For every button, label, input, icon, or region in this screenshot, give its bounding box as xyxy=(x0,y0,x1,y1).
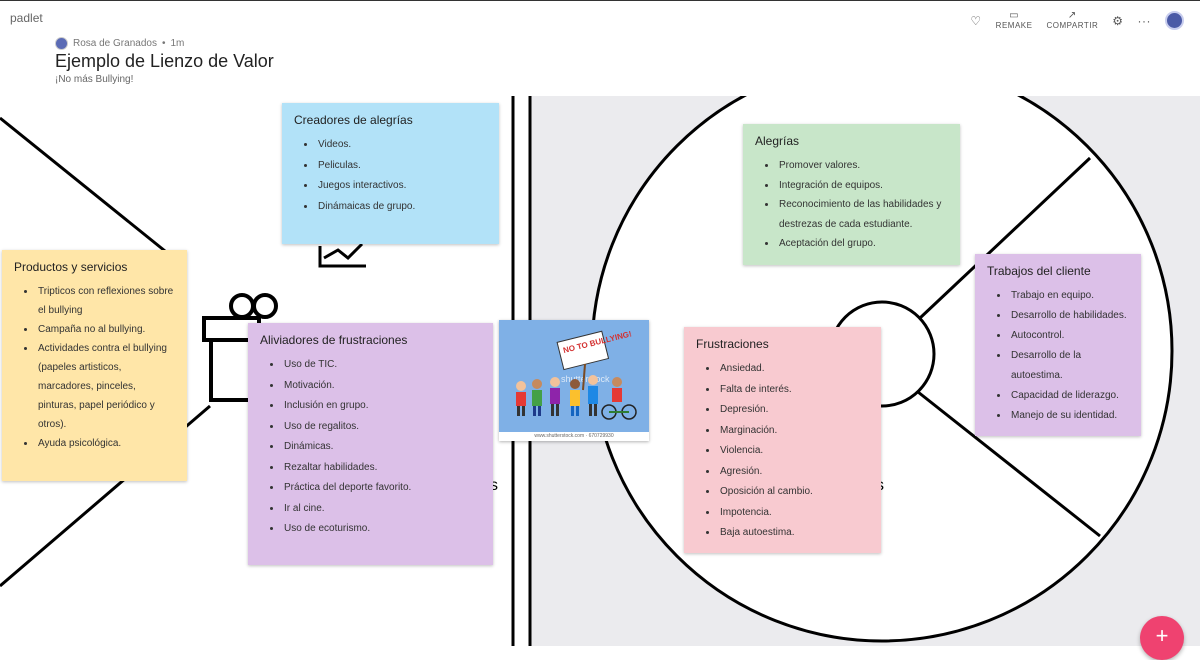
author-avatar xyxy=(55,37,68,50)
list-item: Dinámaicas de grupo. xyxy=(316,197,487,218)
list-item: Depresión. xyxy=(718,400,869,421)
remake-icon: ▭ xyxy=(1009,10,1020,21)
note-aliviadores[interactable]: Aliviadores de frustraciones Uso de TIC.… xyxy=(248,323,493,565)
list-item: Uso de ecoturismo. xyxy=(282,519,481,540)
list-item: Aceptación del grupo. xyxy=(777,234,948,254)
list-item: Trabajo en equipo. xyxy=(1009,286,1129,306)
circle-segment-top xyxy=(918,156,1092,320)
list-item: Uso de regalitos. xyxy=(282,417,481,438)
list-item: Peliculas. xyxy=(316,156,487,177)
top-bar: padlet Rosa de Granados • 1m Ejemplo de … xyxy=(0,0,1200,97)
list-item: Baja autoestima. xyxy=(718,523,869,544)
list-item: Tripticos con reflexiones sobre el bully… xyxy=(36,282,175,320)
image-card-no-bullying[interactable]: shutterstock NO TO BULLYING! www.shutter… xyxy=(499,320,649,441)
list-item: Manejo de su identidad. xyxy=(1009,406,1129,426)
author-line: Rosa de Granados • 1m xyxy=(55,37,184,50)
share-button[interactable]: ↗ COMPARTIR xyxy=(1046,10,1099,31)
list-item: Desarrollo de habilidades. xyxy=(1009,306,1129,326)
padlet-logo[interactable]: padlet xyxy=(10,11,43,25)
page-subtitle: ¡No más Bullying! xyxy=(55,74,134,85)
note-title: Alegrías xyxy=(755,134,800,148)
note-productos[interactable]: Productos y servicios Tripticos con refl… xyxy=(2,250,187,481)
note-title: Productos y servicios xyxy=(14,260,128,274)
list-item: Integración de equipos. xyxy=(777,176,948,196)
more-icon[interactable]: ··· xyxy=(1137,13,1151,28)
author-name: Rosa de Granados xyxy=(73,38,157,49)
list-item: Uso de TIC. xyxy=(282,355,481,376)
note-title: Frustraciones xyxy=(696,337,769,351)
share-icon: ↗ xyxy=(1067,10,1077,21)
add-post-button[interactable]: + xyxy=(1140,616,1184,660)
user-avatar[interactable] xyxy=(1165,11,1184,30)
list-item: Dinámicas. xyxy=(282,437,481,458)
list-item: Actividades contra el bullying (papeles … xyxy=(36,339,175,434)
no-bullying-illustration: shutterstock NO TO BULLYING! xyxy=(499,320,649,432)
toolbar: ♡ ▭ REMAKE ↗ COMPARTIR ⚙ ··· xyxy=(970,11,1184,30)
list-item: Ir al cine. xyxy=(282,499,481,520)
list-item: Motivación. xyxy=(282,376,481,397)
list-item: Agresión. xyxy=(718,462,869,483)
remake-label: REMAKE xyxy=(995,21,1033,30)
note-creadores[interactable]: Creadores de alegrías Videos. Peliculas.… xyxy=(282,103,499,244)
note-title: Trabajos del cliente xyxy=(987,264,1091,278)
list-item: Juegos interactivos. xyxy=(316,176,487,197)
share-label: COMPARTIR xyxy=(1046,21,1099,30)
note-trabajos[interactable]: Trabajos del cliente Trabajo en equipo. … xyxy=(975,254,1141,436)
list-item: Campaña no al bullying. xyxy=(36,320,175,339)
list-item: Desarrollo de la autoestima. xyxy=(1009,346,1129,386)
image-caption: www.shutterstock.com · 670729930 xyxy=(534,433,614,439)
page-title: Ejemplo de Lienzo de Valor xyxy=(55,51,274,71)
list-item: Violencia. xyxy=(718,441,869,462)
list-item: Ayuda psicológica. xyxy=(36,434,175,453)
circle-segment-bottom xyxy=(917,390,1101,538)
list-item: Rezaltar habilidades. xyxy=(282,458,481,479)
list-item: Promover valores. xyxy=(777,156,948,176)
list-item: Capacidad de liderazgo. xyxy=(1009,386,1129,406)
diagonal-line-top xyxy=(0,116,166,253)
list-item: Ansiedad. xyxy=(718,359,869,380)
list-item: Videos. xyxy=(316,135,487,156)
hidden-label-fragment-left: s xyxy=(490,477,498,494)
gear-icon[interactable]: ⚙ xyxy=(1112,13,1124,28)
list-item: Autocontrol. xyxy=(1009,326,1129,346)
note-title: Aliviadores de frustraciones xyxy=(260,333,408,347)
note-alegrias[interactable]: Alegrías Promover valores. Integración d… xyxy=(743,124,960,265)
remake-button[interactable]: ▭ REMAKE xyxy=(995,10,1033,31)
separator-dot: • xyxy=(161,38,166,49)
image-watermark: shutterstock xyxy=(561,374,610,384)
list-item: Reconocimiento de las habilidades y dest… xyxy=(777,195,948,234)
kids-figures xyxy=(516,375,637,420)
note-frustraciones[interactable]: Frustraciones Ansiedad. Falta de interés… xyxy=(684,327,881,553)
list-item: Impotencia. xyxy=(718,503,869,524)
post-time: 1m xyxy=(170,38,185,49)
list-item: Oposición al cambio. xyxy=(718,482,869,503)
heart-icon[interactable]: ♡ xyxy=(970,13,982,28)
list-item: Marginación. xyxy=(718,421,869,442)
note-title: Creadores de alegrías xyxy=(294,113,413,127)
list-item: Falta de interés. xyxy=(718,380,869,401)
list-item: Práctica del deporte favorito. xyxy=(282,478,481,499)
list-item: Inclusión en grupo. xyxy=(282,396,481,417)
chart-icon xyxy=(318,242,366,268)
